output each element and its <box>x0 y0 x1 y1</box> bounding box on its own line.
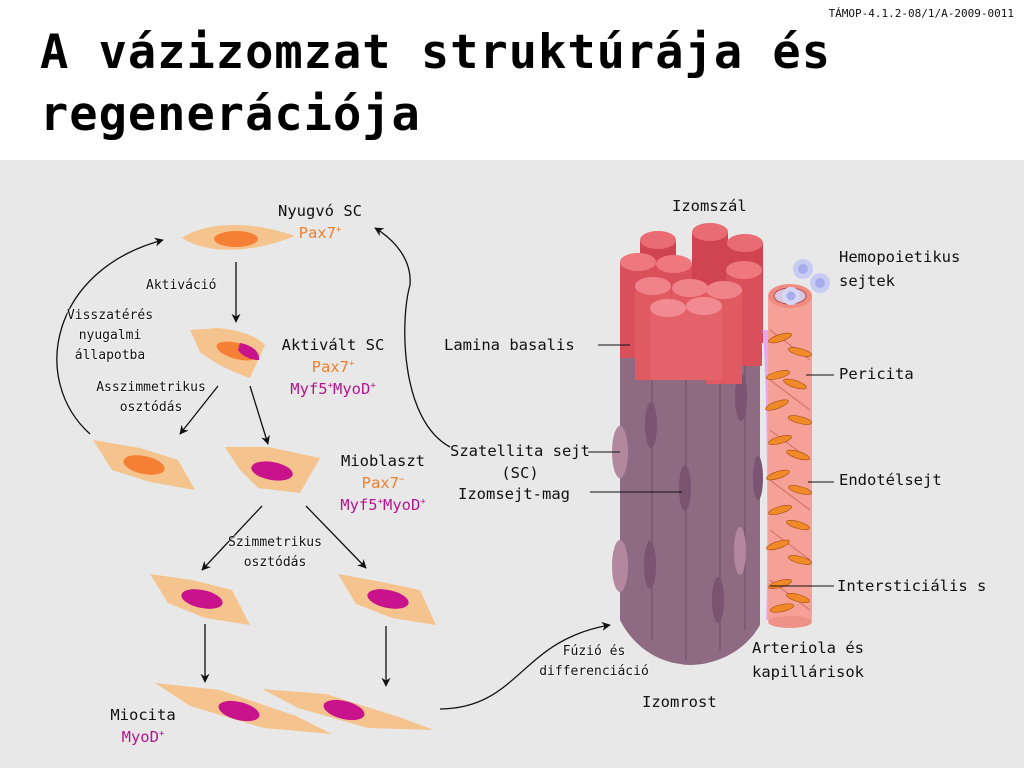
hemopoietic-cells <box>782 259 830 305</box>
pericyte-label: Pericita <box>839 365 914 383</box>
activation-label: Aktiváció <box>146 278 217 293</box>
cycle-arrows <box>56 227 611 710</box>
daughter-cell-right <box>338 574 436 625</box>
endothelial-cell-label: Endotélsejt <box>839 471 942 489</box>
returning-cell <box>93 440 195 490</box>
myocyte-cell-left <box>155 683 332 734</box>
muscle-nucleus-label: Izomsejt-mag <box>458 485 570 503</box>
myocyte-label: Miocita MyoD+ <box>110 706 176 746</box>
return-to-quiescence-label: Visszatérés nyugalmi állapotba <box>66 308 154 363</box>
page-title: A vázizomzat struktúrája és regenerációj… <box>40 25 832 142</box>
lamina-basalis-label: Lamina basalis <box>444 336 575 354</box>
leader-lines <box>588 344 834 587</box>
blood-vessel <box>762 284 812 628</box>
myoblast-cell <box>225 447 320 493</box>
quiescent-cell <box>182 224 295 250</box>
symmetric-division-label: Szimmetrikus osztódás <box>228 535 322 570</box>
fusion-differentiation-label: Fúzió és differenciáció <box>539 644 649 679</box>
activated-cell <box>190 328 265 378</box>
fiber-top-tubes <box>620 223 763 384</box>
daughter-cell-left <box>150 574 250 625</box>
ref-code: TÁMOP-4.1.2-08/1/A-2009-0011 <box>828 7 1014 20</box>
quiescent-sc-label: Nyugvó SC Pax7+ <box>278 202 362 242</box>
satellite-cell-label: Szatellita sejt (SC) <box>450 442 590 482</box>
muscle-fiber-label: Izomszál <box>672 197 747 215</box>
myoblast-label: Mioblaszt Pax7− Myf5+MyoD+ <box>340 452 426 514</box>
activated-sc-label: Aktivált SC Pax7+ Myf5+MyoD+ <box>281 336 385 398</box>
interstitial-cell-label: Intersticiális s <box>837 577 987 595</box>
muscle-bundle-label: Izomrost <box>642 693 717 711</box>
asymmetric-division-label: Asszimmetrikus osztódás <box>96 380 206 415</box>
arteriole-capillary-label: Arteriola és kapillárisok <box>752 639 864 681</box>
hemopoietic-cells-label: Hemopoietikus sejtek <box>839 248 961 290</box>
myocyte-cell-right <box>262 689 434 730</box>
